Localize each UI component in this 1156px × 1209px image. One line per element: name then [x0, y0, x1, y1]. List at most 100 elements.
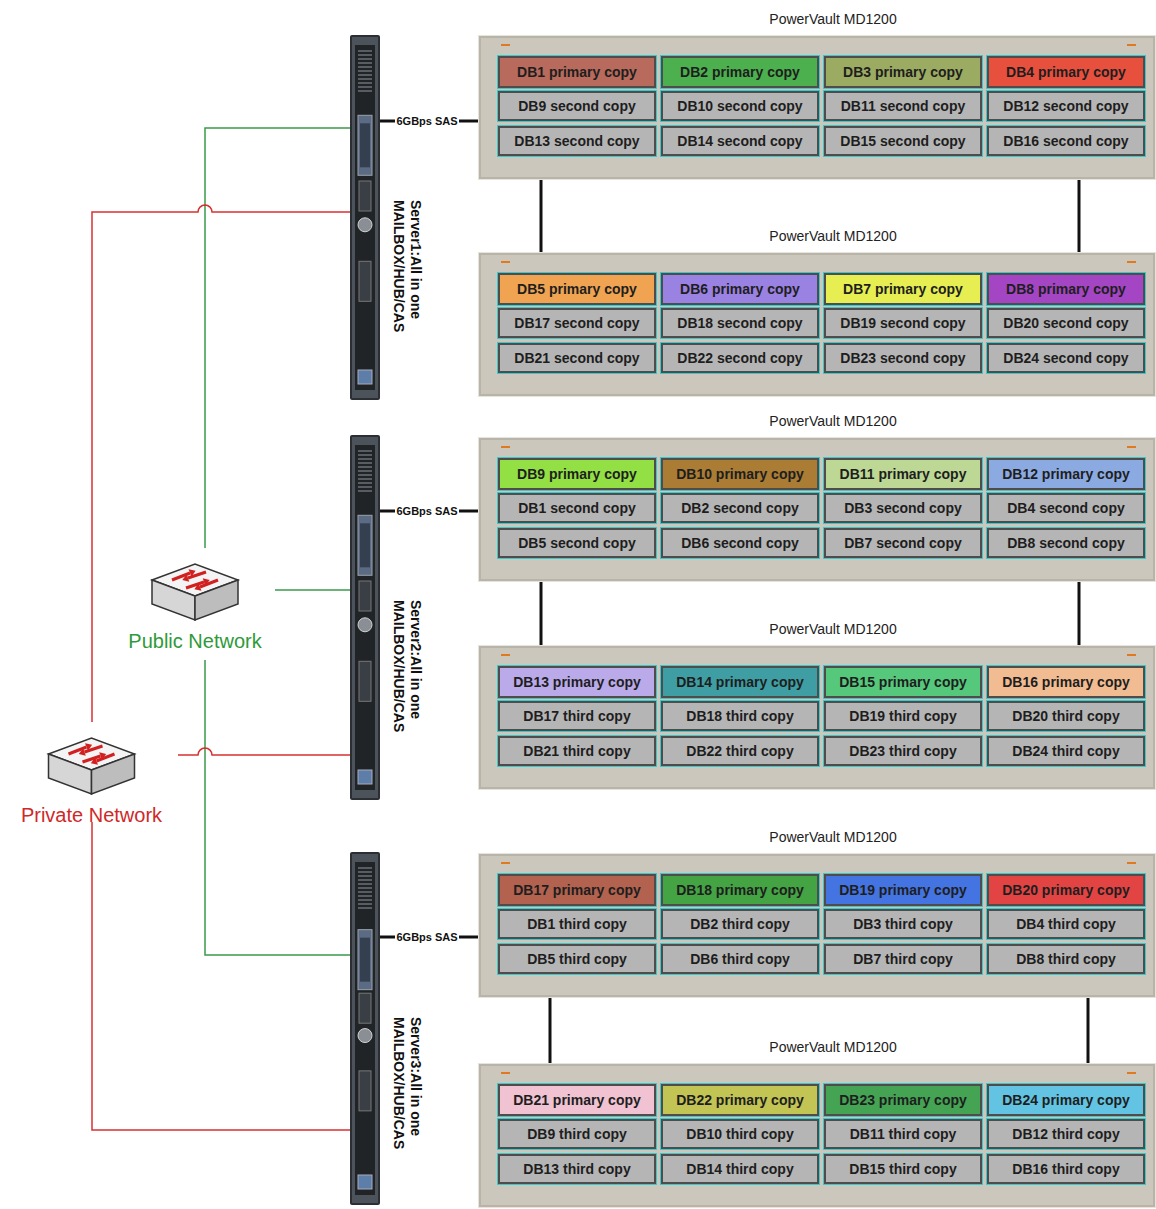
disk-slot: DB19 primary copy [824, 874, 982, 906]
disk-slot: DB5 primary copy [498, 273, 656, 305]
disk-slot: DB7 primary copy [824, 273, 982, 305]
slot-label: DB23 primary copy [839, 1092, 967, 1108]
disk-slot: DB17 third copy [498, 701, 656, 731]
network-cable [92, 205, 350, 722]
slot-label: DB21 second copy [514, 350, 639, 366]
disk-slot: DB20 primary copy [987, 874, 1145, 906]
storage-enclosure: PowerVault MD1200DB9 primary copyDB10 pr… [478, 437, 1156, 582]
slot-label: DB8 primary copy [1006, 281, 1126, 297]
slot-label: DB7 primary copy [843, 281, 963, 297]
slot-label: DB11 second copy [841, 98, 966, 114]
slot-label: DB20 primary copy [1002, 882, 1130, 898]
disk-slot: DB4 primary copy [987, 56, 1145, 88]
server-label: Server3:All in one MAILBOX/HUB/CAS [390, 1017, 424, 1167]
enclosure-link [1087, 998, 1090, 1063]
slot-label: DB17 second copy [514, 315, 639, 331]
disk-slot: DB4 third copy [987, 909, 1145, 939]
disk-slot: DB3 third copy [824, 909, 982, 939]
disk-slot: DB22 primary copy [661, 1084, 819, 1116]
storage-enclosure: PowerVault MD1200DB21 primary copyDB22 p… [478, 1063, 1156, 1208]
disk-slot: DB21 primary copy [498, 1084, 656, 1116]
disk-slot: DB18 second copy [661, 308, 819, 338]
network-label: Private Network [5, 804, 178, 827]
disk-slot: DB11 third copy [824, 1119, 982, 1149]
slot-label: DB20 second copy [1003, 315, 1128, 331]
enclosure-link [540, 582, 543, 645]
disk-slot: DB9 second copy [498, 91, 656, 121]
slot-label: DB1 primary copy [517, 64, 637, 80]
network-switch: Private Network [5, 722, 178, 822]
slot-label: DB17 third copy [523, 708, 630, 724]
disk-slot: DB24 primary copy [987, 1084, 1145, 1116]
slot-label: DB22 second copy [677, 350, 802, 366]
enclosure-link [549, 998, 552, 1063]
slot-label: DB16 third copy [1012, 1161, 1119, 1177]
disk-slot: DB21 second copy [498, 343, 656, 373]
disk-slot: DB17 second copy [498, 308, 656, 338]
slot-label: DB2 third copy [690, 916, 790, 932]
slot-label: DB13 primary copy [513, 674, 641, 690]
disk-slot: DB19 third copy [824, 701, 982, 731]
network-switch: Public Network [115, 548, 275, 660]
disk-slot: DB18 third copy [661, 701, 819, 731]
enclosure-heading: PowerVault MD1200 [509, 228, 1156, 244]
enclosure-marks [479, 438, 1156, 452]
enclosure-marks [479, 253, 1156, 267]
disk-slot: DB8 second copy [987, 528, 1145, 558]
disk-slot: DB15 primary copy [824, 666, 982, 698]
slot-label: DB19 third copy [849, 708, 956, 724]
disk-slot: DB13 second copy [498, 126, 656, 156]
slot-label: DB14 primary copy [676, 674, 804, 690]
slot-label: DB15 third copy [849, 1161, 956, 1177]
disk-slot: DB5 third copy [498, 944, 656, 974]
disk-slot: DB20 second copy [987, 308, 1145, 338]
slot-label: DB21 primary copy [513, 1092, 641, 1108]
slot-label: DB7 second copy [844, 535, 961, 551]
disk-slot: DB17 primary copy [498, 874, 656, 906]
slot-label: DB13 third copy [523, 1161, 630, 1177]
slot-label: DB4 third copy [1016, 916, 1116, 932]
slot-label: DB9 primary copy [517, 466, 637, 482]
disk-slot: DB22 third copy [661, 736, 819, 766]
disk-slot: DB16 second copy [987, 126, 1145, 156]
slot-label: DB18 third copy [686, 708, 793, 724]
disk-slot: DB15 third copy [824, 1154, 982, 1184]
slot-label: DB17 primary copy [513, 882, 641, 898]
enclosure-link [1078, 582, 1081, 645]
disk-slot: DB14 second copy [661, 126, 819, 156]
disk-slot: DB1 third copy [498, 909, 656, 939]
slot-label: DB24 primary copy [1002, 1092, 1130, 1108]
enclosure-link [1078, 180, 1081, 252]
slot-label: DB10 second copy [677, 98, 802, 114]
disk-slot: DB9 primary copy [498, 458, 656, 490]
disk-slot: DB14 third copy [661, 1154, 819, 1184]
slot-label: DB2 second copy [681, 500, 798, 516]
slot-label: DB3 primary copy [843, 64, 963, 80]
disk-slot: DB13 third copy [498, 1154, 656, 1184]
disk-slot: DB8 third copy [987, 944, 1145, 974]
storage-enclosure: PowerVault MD1200DB1 primary copyDB2 pri… [478, 35, 1156, 180]
disk-slot: DB23 second copy [824, 343, 982, 373]
network-cable [205, 660, 350, 955]
slot-label: DB12 second copy [1003, 98, 1128, 114]
slot-label: DB18 primary copy [676, 882, 804, 898]
disk-slot: DB20 third copy [987, 701, 1145, 731]
cable-label: 6GBps SAS [395, 505, 458, 517]
enclosure-heading: PowerVault MD1200 [509, 1039, 1156, 1055]
cable-label: 6GBps SAS [395, 115, 458, 127]
storage-enclosure: PowerVault MD1200DB17 primary copyDB18 p… [478, 853, 1156, 998]
enclosure-marks [479, 854, 1156, 868]
slot-label: DB22 third copy [686, 743, 793, 759]
slot-label: DB6 third copy [690, 951, 790, 967]
slot-label: DB11 third copy [850, 1126, 957, 1142]
enclosure-heading: PowerVault MD1200 [509, 413, 1156, 429]
disk-slot: DB11 primary copy [824, 458, 982, 490]
disk-slot: DB4 second copy [987, 493, 1145, 523]
server-tower: Server3:All in one MAILBOX/HUB/CAS [350, 852, 380, 1205]
slot-label: DB10 third copy [686, 1126, 793, 1142]
disk-slot: DB23 third copy [824, 736, 982, 766]
enclosure-heading: PowerVault MD1200 [509, 829, 1156, 845]
server-label: Server2:All in one MAILBOX/HUB/CAS [390, 600, 424, 750]
